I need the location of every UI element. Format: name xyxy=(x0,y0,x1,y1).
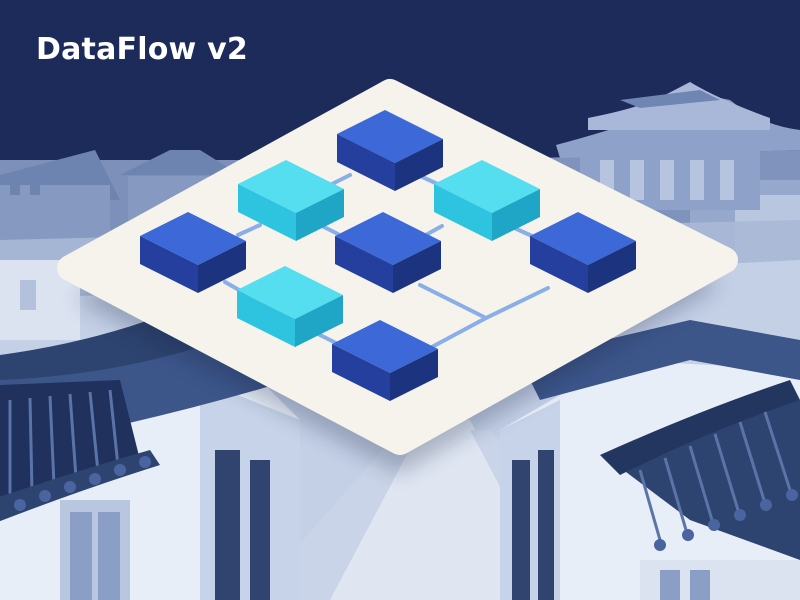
data-node-7[interactable] xyxy=(237,266,343,347)
data-node-3[interactable] xyxy=(434,160,540,241)
right-hanok-building xyxy=(500,320,800,600)
data-node-2[interactable] xyxy=(238,160,344,241)
data-node-5[interactable] xyxy=(335,212,441,293)
data-node-8[interactable] xyxy=(332,320,438,401)
data-node-4[interactable] xyxy=(140,212,246,293)
data-node-6[interactable] xyxy=(530,212,636,293)
data-node-1[interactable] xyxy=(337,110,443,191)
app-title: DataFlow v2 xyxy=(36,32,248,67)
